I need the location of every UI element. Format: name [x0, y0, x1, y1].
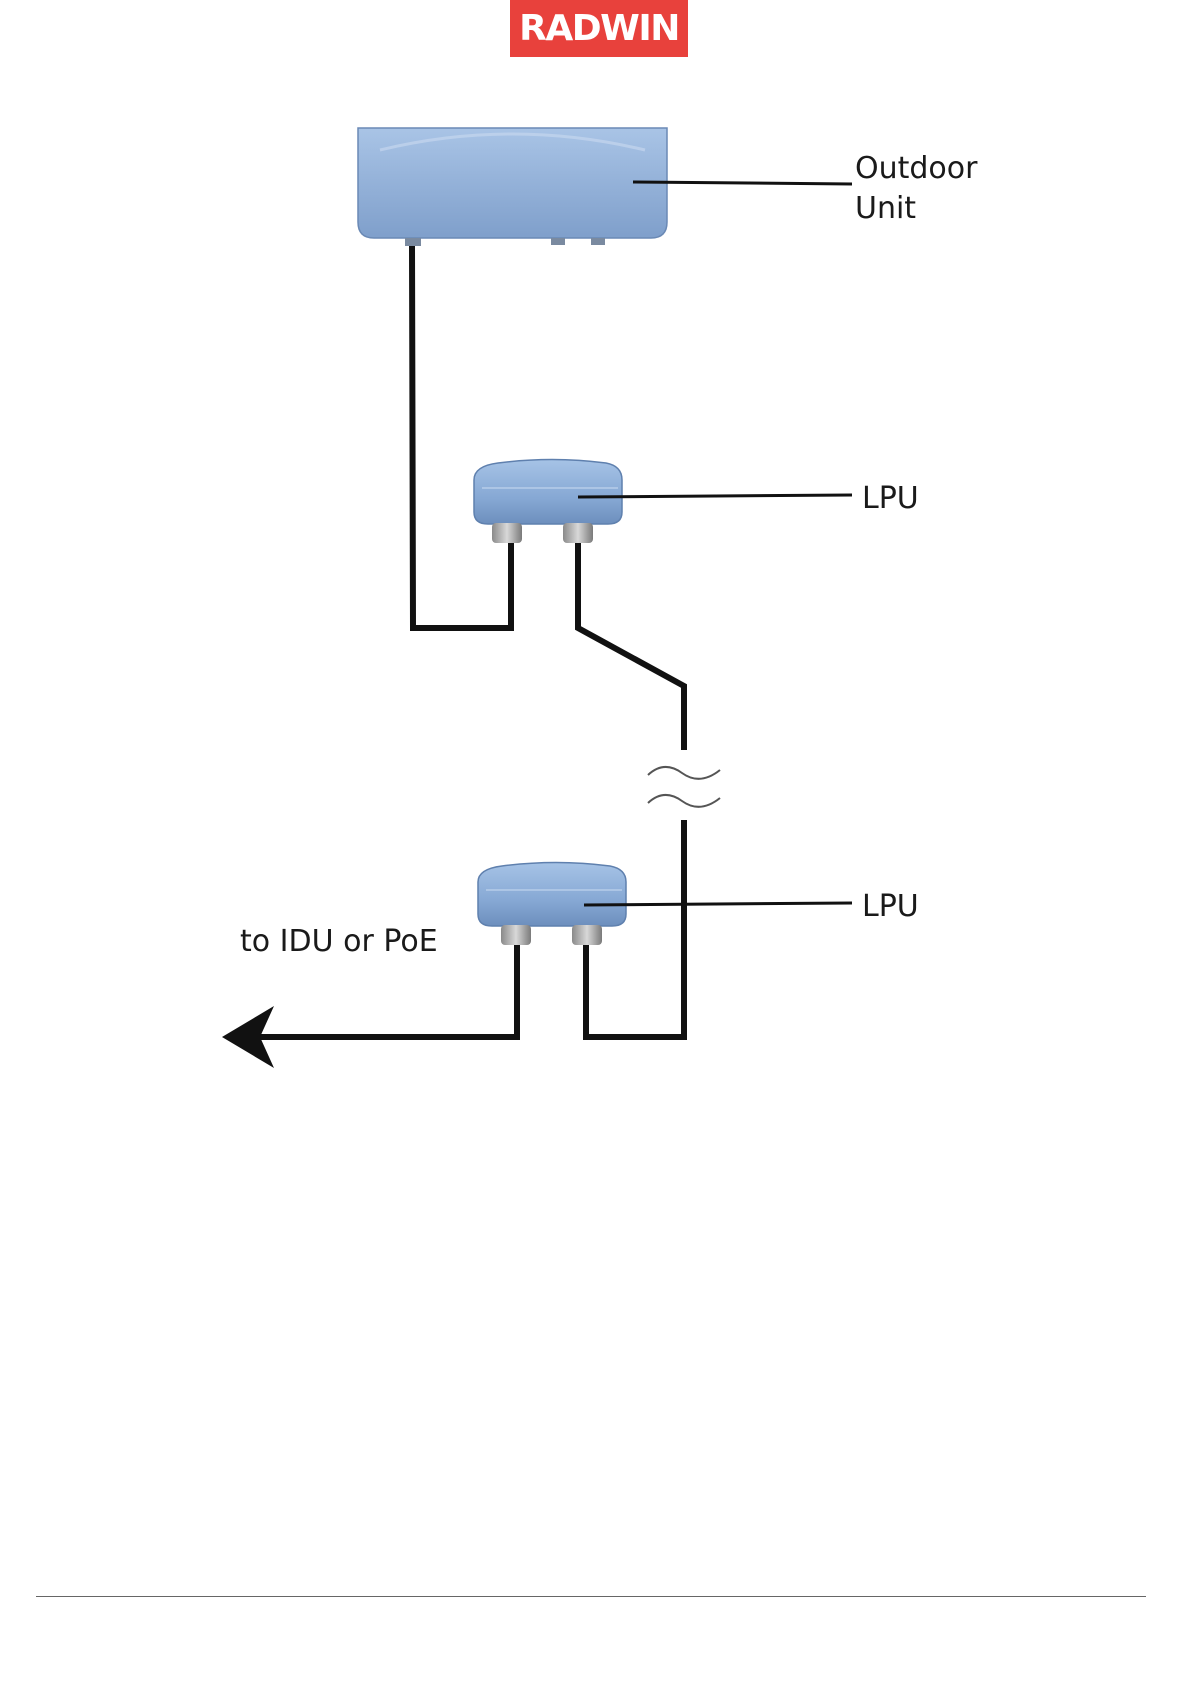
- lpu-top-label: LPU: [862, 481, 919, 516]
- odu-port: [405, 238, 421, 246]
- leader-line-lpu-bottom: [584, 903, 852, 905]
- outdoor-unit-label-line1: Outdoor: [855, 151, 978, 186]
- lpu-top: [474, 460, 622, 544]
- cable-gland: [572, 925, 602, 945]
- cable-odu-to-lpu: [412, 246, 511, 628]
- cable-gland: [492, 523, 522, 543]
- cable-gland: [563, 523, 593, 543]
- odu-port: [551, 238, 565, 245]
- outdoor-unit-label-line2: Unit: [855, 191, 916, 226]
- leader-line-lpu-top: [578, 495, 852, 497]
- footer-divider: [36, 1596, 1146, 1597]
- lpu-bottom-label: LPU: [862, 889, 919, 924]
- cable-break-icon: [648, 767, 720, 807]
- cable-lpu-upper-segment: [578, 543, 684, 750]
- leader-lines: [578, 182, 852, 905]
- cable-gland: [501, 925, 531, 945]
- outdoor-unit: [358, 128, 667, 246]
- odu-port: [591, 238, 605, 245]
- leader-line-outdoor-unit: [633, 182, 852, 184]
- destination-label: to IDU or PoE: [240, 924, 438, 959]
